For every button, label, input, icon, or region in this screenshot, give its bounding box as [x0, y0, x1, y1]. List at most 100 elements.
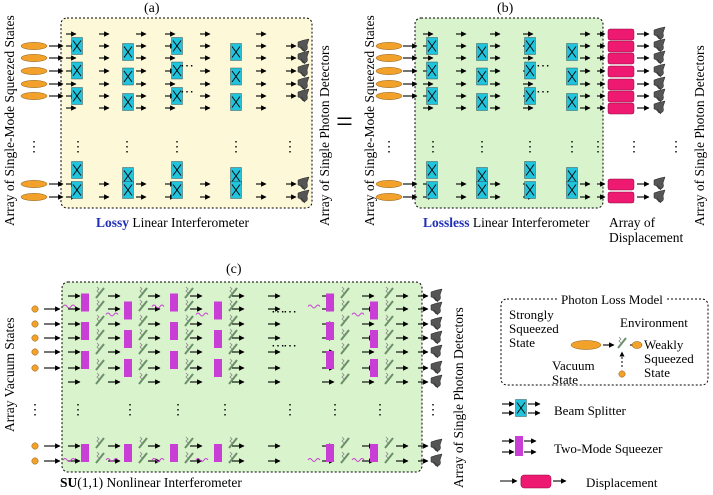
- photon-detector-icon: [656, 46, 662, 53]
- environment-icon: [229, 342, 233, 350]
- panel-c-caption-rest: (1,1) Nonlinear Interferometer: [77, 475, 242, 490]
- beam-splitter-icon: [525, 164, 535, 176]
- lossless-interferometer-box: [414, 17, 604, 209]
- photon-detector-icon: [656, 71, 662, 78]
- squeezed-state-source-icon: [375, 42, 403, 50]
- environment-icon: [341, 372, 345, 380]
- beam-splitter-icon: [231, 184, 241, 196]
- squeezed-state-source-icon: [375, 67, 403, 75]
- two-mode-squeezer-icon: [81, 444, 89, 462]
- environment-icon: [385, 286, 389, 294]
- legend-displacement-label: Displacement: [586, 475, 658, 490]
- loss-beam-splitter-icon: [384, 437, 394, 449]
- squeezer-loss-icon: [151, 458, 165, 462]
- environment-icon: [341, 314, 345, 322]
- two-mode-squeezer-icon: [124, 330, 132, 348]
- loss-beam-splitter-icon: [384, 452, 394, 464]
- environment-icon: [385, 299, 389, 307]
- environment-icon: [341, 328, 345, 336]
- beam-splitter-icon: [231, 96, 241, 108]
- environment-icon: [229, 299, 233, 307]
- loss-beam-splitter-icon: [184, 287, 194, 299]
- loss-beam-splitter-icon: [384, 315, 394, 327]
- su11-interferometer-box: [61, 281, 423, 473]
- loss-beam-splitter-icon: [95, 343, 105, 355]
- vacuum-state-source-icon: [31, 442, 39, 450]
- dots-horizontal: ⋯: [271, 305, 285, 320]
- loss-beam-splitter-icon: [228, 300, 238, 312]
- beam-splitter-icon: [525, 64, 535, 77]
- loss-beam-splitter-icon: [340, 329, 350, 341]
- panel-a-caption-bold: Lossy: [96, 215, 130, 230]
- photon-detector-icon: [430, 344, 443, 358]
- environment-icon: [385, 451, 389, 459]
- two-mode-squeezer-icon: [370, 359, 378, 377]
- photon-detector-icon: [297, 63, 310, 77]
- two-mode-squeezer-icon: [124, 301, 132, 320]
- squeezed-state-source-icon: [375, 92, 403, 100]
- dots-horizontal: ⋯: [283, 305, 297, 320]
- environment-icon: [139, 358, 143, 366]
- environment-icon: [341, 436, 345, 444]
- legend-displacement-icon: [520, 474, 552, 489]
- beam-splitter-icon: [525, 40, 535, 52]
- panel-c-caption: SU(1,1) Nonlinear Interferometer: [60, 475, 242, 491]
- two-mode-squeezer-icon: [370, 301, 378, 320]
- displacement-icon: [607, 65, 635, 78]
- dots-vertical: ⋮: [426, 403, 440, 418]
- dots-vertical: ⋮: [475, 140, 489, 155]
- two-mode-squeezer-icon: [170, 322, 178, 340]
- photon-detector-icon: [656, 84, 662, 91]
- loss-beam-splitter-icon: [138, 300, 148, 312]
- environment-icon: [96, 451, 100, 459]
- photon-detector-icon: [430, 360, 443, 374]
- squeezed-state-source-icon: [20, 80, 48, 88]
- photon-detector-icon: [656, 58, 662, 65]
- photon-detector-icon: [297, 38, 310, 52]
- displacement-icon: [607, 191, 635, 204]
- loss-beam-splitter-icon: [617, 337, 627, 349]
- squeezer-loss-icon: [351, 312, 365, 317]
- loss-beam-splitter-icon: [138, 315, 148, 327]
- beam-splitter-icon: [427, 184, 437, 196]
- dots-vertical: ⋮: [523, 140, 537, 155]
- beam-splitter-icon: [72, 164, 82, 176]
- environment-icon: [185, 358, 189, 366]
- environment-icon: [185, 314, 189, 322]
- loss-beam-splitter-icon: [228, 359, 238, 371]
- dots-vertical: ⋮: [373, 403, 387, 418]
- photon-detector-icon: [653, 26, 666, 40]
- displacement-array-label-2: Displacement: [609, 230, 684, 245]
- dots-vertical: ⋮: [283, 140, 297, 155]
- panel-b-left-label: Array of Single-Mode Squeezed States: [362, 15, 377, 226]
- two-mode-squeezer-icon: [170, 444, 178, 462]
- squeezer-loss-icon: [195, 458, 209, 462]
- loss-beam-splitter-icon: [340, 300, 350, 312]
- beam-splitter-icon: [477, 70, 487, 83]
- vacuum-state-source-icon: [31, 320, 39, 328]
- displacement-icon: [607, 52, 635, 65]
- panel-c-label: (c): [226, 262, 242, 277]
- loss-beam-splitter-icon: [384, 300, 394, 312]
- squeezer-loss-icon: [351, 458, 365, 462]
- photon-detector-icon: [430, 316, 443, 330]
- loss-beam-splitter-icon: [384, 343, 394, 355]
- panel-c-right-label: Array of Single Photon Detectors: [451, 307, 466, 488]
- environment-icon: [229, 286, 233, 294]
- beam-splitter-icon: [477, 96, 487, 108]
- loss-beam-splitter-icon: [95, 287, 105, 299]
- loss-beam-splitter-icon: [184, 437, 194, 449]
- beam-splitter-icon: [567, 96, 577, 108]
- squeezer-loss-icon: [105, 312, 119, 317]
- photon-detector-icon: [433, 368, 439, 375]
- dots-vertical: ⋮: [71, 140, 85, 155]
- squeezed-state-source-icon: [20, 54, 48, 62]
- squeezed-state-source-icon: [375, 80, 403, 88]
- squeezer-loss-icon: [307, 304, 321, 309]
- squeezer-loss-icon: [195, 312, 209, 317]
- dots-vertical: ⋮: [170, 140, 184, 155]
- beam-splitter-icon: [477, 170, 487, 182]
- legend-beam-splitter-label: Beam Splitter: [554, 403, 626, 418]
- two-mode-squeezer-icon: [515, 436, 523, 456]
